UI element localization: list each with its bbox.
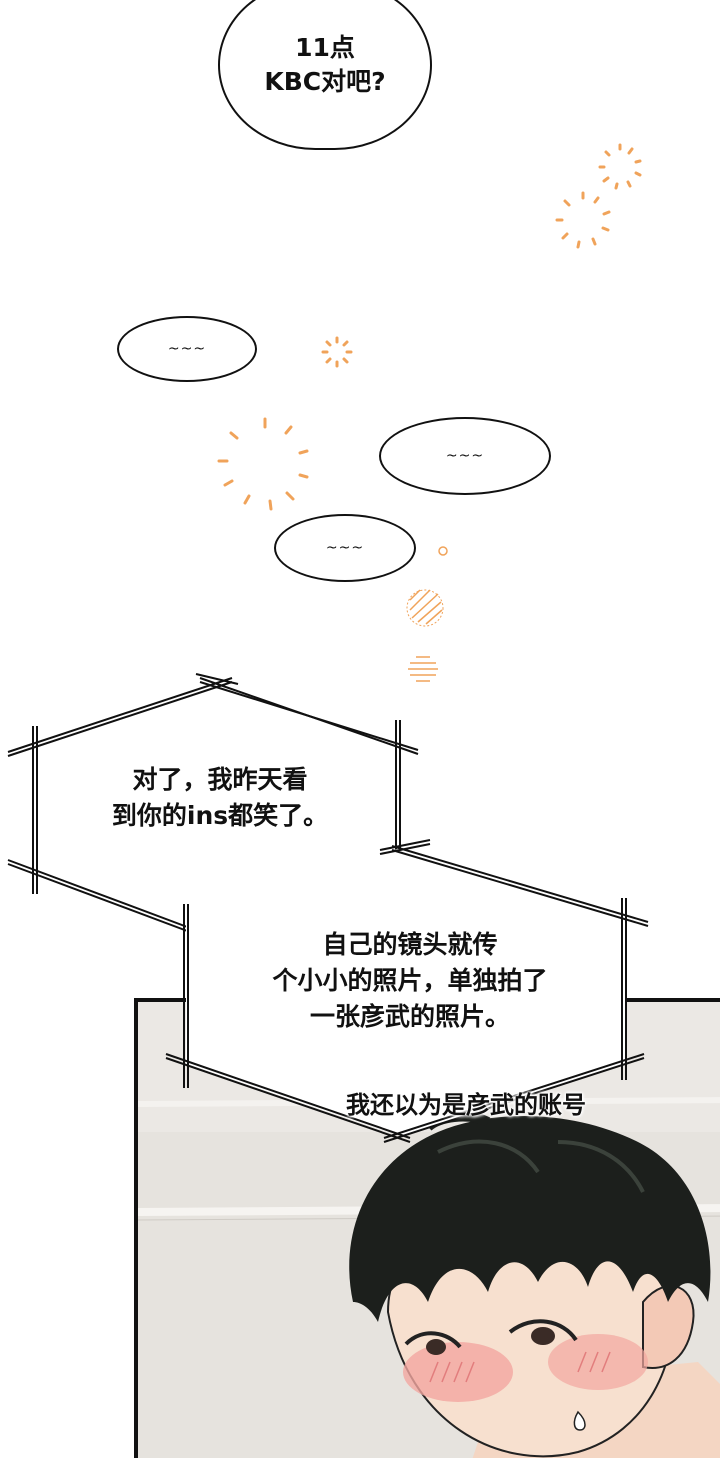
hex2-line-3: 一张彦武的照片。	[309, 1002, 510, 1031]
murmur-bubble-3: ~~~	[274, 514, 416, 582]
murmur-bubble-2: ~~~	[379, 417, 551, 495]
sparkle-icon	[598, 143, 642, 190]
sparkle-icon	[555, 191, 611, 249]
speech-bubble-top-text: 11点 KBC对吧?	[264, 31, 385, 99]
sparkle-decorations	[217, 143, 642, 682]
hexagon-bubble-2-text: 自己的镜头就传 个小小的照片，单独拍了 一张彦武的照片。	[220, 927, 600, 1035]
speech-bubble-top: 11点 KBC对吧?	[218, 0, 432, 150]
inner-thought-caption: 我还以为是彦武的账号	[346, 1091, 586, 1119]
hex1-line-1: 对了，我昨天看	[132, 765, 308, 794]
speech-line-2: KBC对吧?	[264, 67, 386, 96]
hexagon-bubble-2	[165, 839, 649, 1143]
sparkle-icon	[321, 336, 353, 368]
hex2-line-1: 自己的镜头就传	[322, 930, 498, 959]
hexagon-bubble-1-text: 对了，我昨天看 到你的ins都笑了。	[60, 762, 380, 834]
speech-line-1: 11点	[295, 33, 355, 62]
hex1-line-2: 到你的ins都笑了。	[111, 801, 329, 830]
murmur-text: ~~~	[325, 540, 365, 556]
murmur-text: ~~~	[167, 341, 207, 357]
murmur-text: ~~~	[445, 448, 485, 464]
hatched-dot-decorations	[406, 546, 448, 682]
murmur-bubble-1: ~~~	[117, 316, 257, 382]
sparkle-icon	[217, 417, 309, 511]
hex2-line-2: 个小小的照片，单独拍了	[272, 966, 548, 995]
